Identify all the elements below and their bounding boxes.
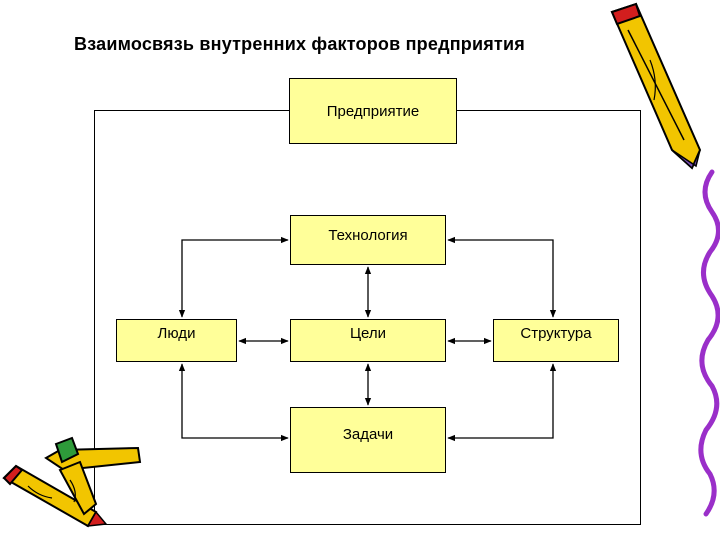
node-goals: Цели	[290, 319, 446, 362]
node-tasks: Задачи	[290, 407, 446, 473]
slide-title: Взаимосвязь внутренних факторов предприя…	[74, 34, 525, 54]
node-people: Люди	[116, 319, 237, 362]
connector-technology-people	[178, 236, 289, 318]
node-structure: Структура	[493, 319, 619, 362]
crayon-icon	[2, 436, 142, 528]
connector-people-tasks	[178, 363, 289, 442]
pencil-icon	[610, 2, 702, 170]
squiggle-line	[698, 169, 720, 517]
node-enterprise: Предприятие	[289, 78, 457, 144]
node-technology: Технология	[290, 215, 446, 265]
connector-structure-tasks	[447, 363, 557, 442]
connector-technology-structure	[447, 236, 557, 318]
